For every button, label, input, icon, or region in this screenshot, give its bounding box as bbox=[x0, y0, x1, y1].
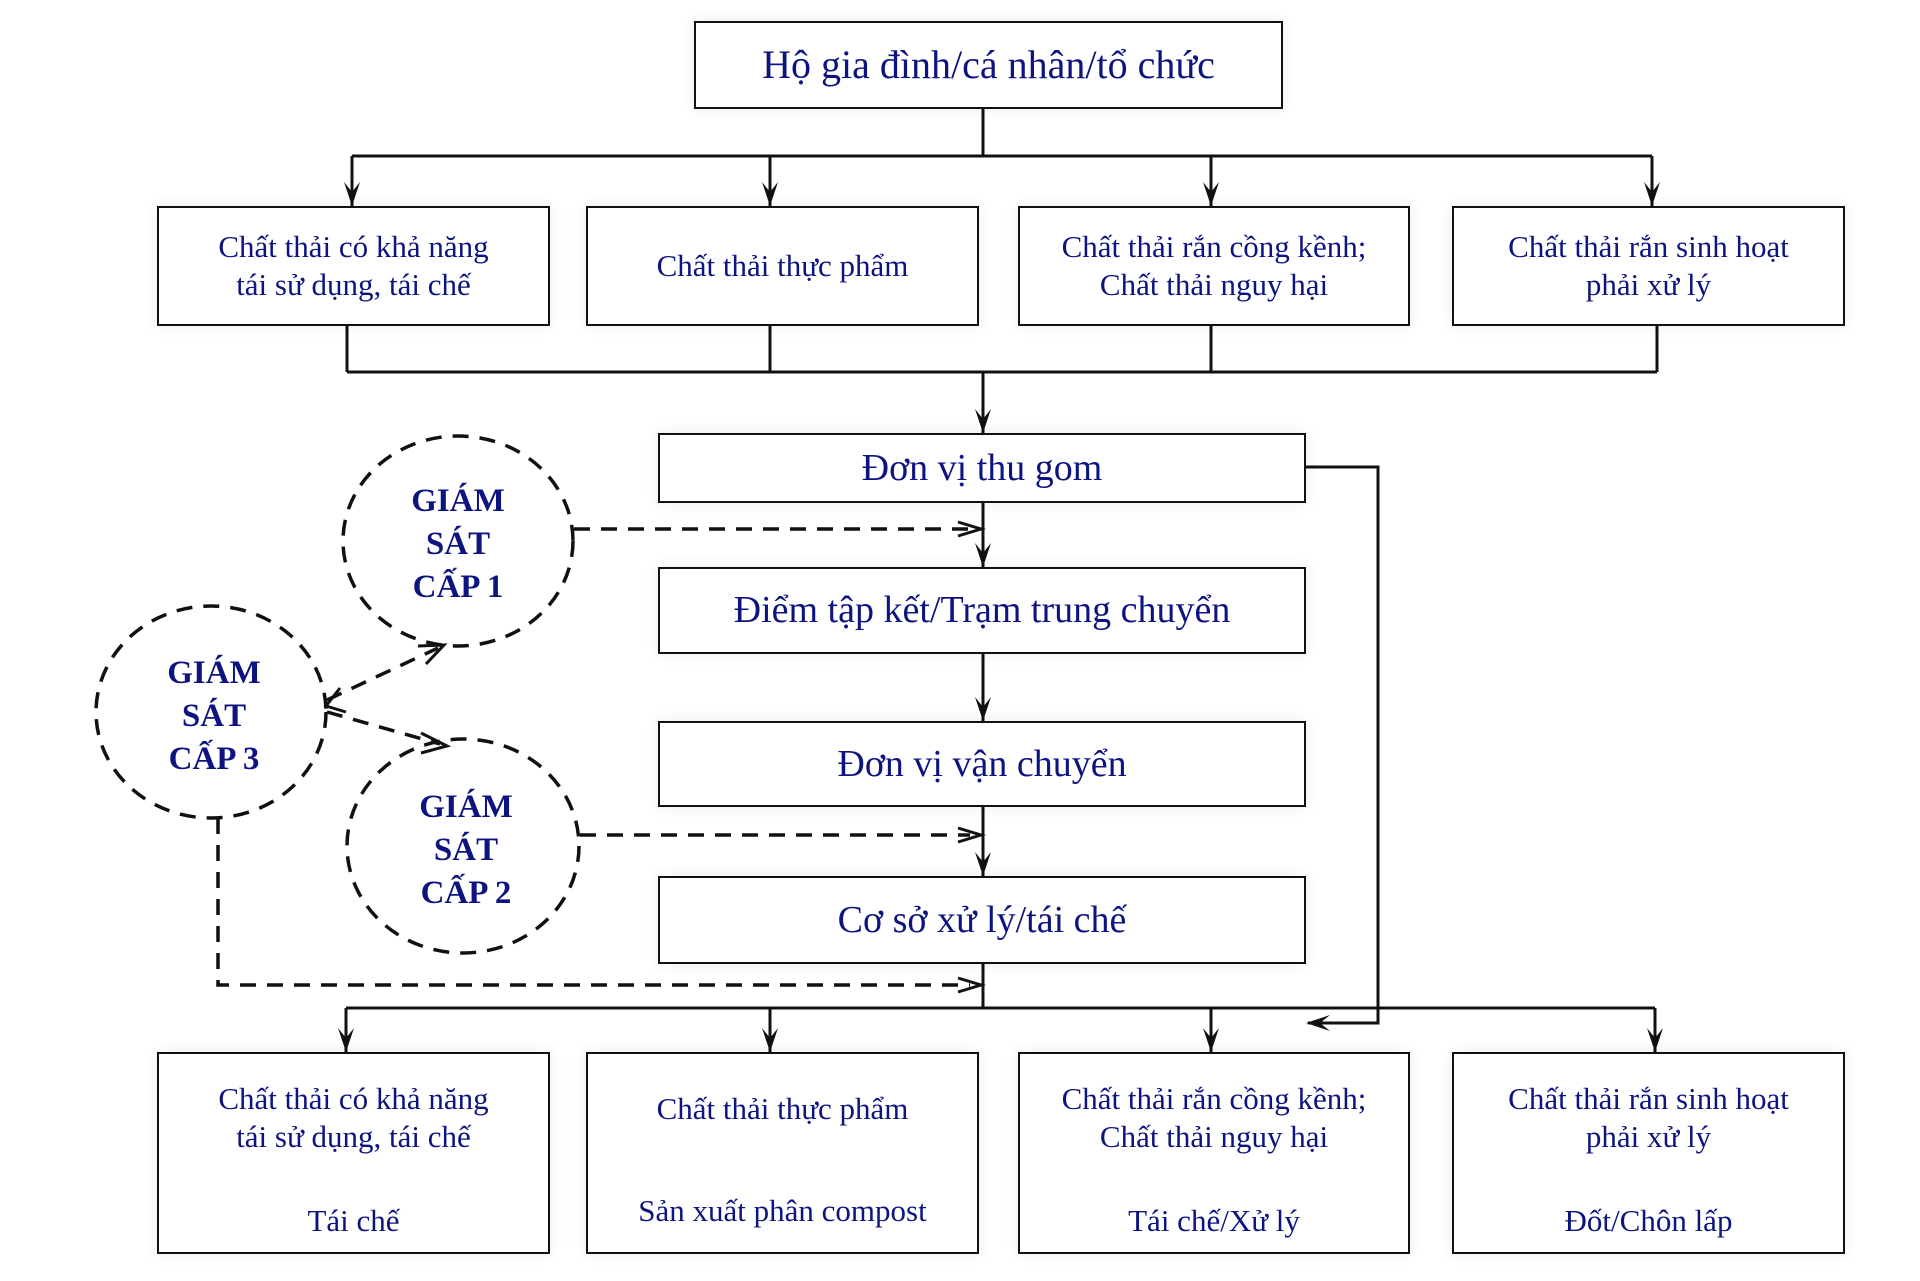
monitoring-line: CẤP 3 bbox=[168, 740, 260, 777]
source-box: Hộ gia đình/cá nhân/tổ chức bbox=[694, 21, 1283, 109]
monitoring-level-1-label: GIÁM SÁT CẤP 1 bbox=[358, 480, 558, 609]
outcome-line: phải xử lý bbox=[1585, 1118, 1712, 1154]
source-label: Hộ gia đình/cá nhân/tổ chức bbox=[762, 41, 1215, 87]
outcome-line: Chất thải thực phẩm bbox=[656, 1091, 909, 1126]
collection-unit-box: Đơn vị thu gom bbox=[658, 433, 1306, 503]
waste-type-box: Chất thải có khả năng tái sử dụng, tái c… bbox=[157, 206, 550, 326]
waste-type-line: Chất thải thực phẩm bbox=[656, 248, 909, 284]
waste-type-box: Chất thải rắn cồng kềnh; Chất thải nguy … bbox=[1018, 206, 1410, 326]
outcome-line: Chất thải nguy hại bbox=[1099, 1118, 1329, 1154]
outcome-line: tái sử dụng, tái chế bbox=[236, 1118, 471, 1154]
waste-type-line: Chất thải rắn sinh hoạt bbox=[1508, 229, 1789, 265]
monitoring-circle-3 bbox=[94, 604, 328, 820]
waste-type-line: tái sử dụng, tái chế bbox=[236, 267, 471, 302]
monitoring-circle-3-outline-2 bbox=[345, 737, 581, 955]
outcome-box: Chất thải thực phẩm Sản xuất phân compos… bbox=[586, 1052, 979, 1254]
outcome-box: Chất thải có khả năng tái sử dụng, tái c… bbox=[157, 1052, 550, 1254]
outcome-result: Tái chế bbox=[307, 1203, 400, 1239]
monitoring-level-2-label: GIÁM SÁT CẤP 2 bbox=[366, 786, 566, 915]
transfer-station-box: Điểm tập kết/Trạm trung chuyển bbox=[658, 567, 1306, 654]
monitoring-level-3-label: GIÁM SÁT CẤP 3 bbox=[114, 652, 314, 781]
monitoring-line: CẤP 2 bbox=[420, 874, 512, 911]
monitoring-circle-1 bbox=[341, 434, 575, 648]
waste-type-line: phải xử lý bbox=[1585, 267, 1712, 302]
waste-type-line: Chất thải có khả năng bbox=[218, 229, 489, 265]
outcome-line: Chất thải có khả năng bbox=[218, 1081, 489, 1116]
monitoring-3-to-1-arrow bbox=[326, 646, 439, 702]
outcome-box: Chất thải rắn sinh hoạt phải xử lý Đốt/C… bbox=[1452, 1052, 1845, 1254]
outcome-result: Sản xuất phân compost bbox=[638, 1193, 927, 1229]
waste-type-line: Chất thải rắn cồng kềnh; bbox=[1061, 229, 1367, 265]
treatment-facility-box: Cơ sở xử lý/tái chế bbox=[658, 876, 1306, 964]
monitoring-line: GIÁM bbox=[167, 655, 261, 691]
waste-type-line: Chất thải nguy hại bbox=[1099, 267, 1329, 302]
outcome-result: Đốt/Chôn lấp bbox=[1564, 1203, 1733, 1239]
monitoring-line: CẤP 1 bbox=[412, 568, 504, 605]
process-step-label: Đơn vị vận chuyển bbox=[837, 742, 1127, 785]
monitoring-line: GIÁM bbox=[411, 483, 505, 519]
monitoring-3-to-2-arrow bbox=[326, 710, 441, 746]
process-step-label: Đơn vị thu gom bbox=[861, 446, 1103, 489]
outcome-box: Chất thải rắn cồng kềnh; Chất thải nguy … bbox=[1018, 1052, 1410, 1254]
waste-type-box: Chất thải thực phẩm bbox=[586, 206, 979, 326]
monitoring-line: SÁT bbox=[425, 525, 491, 562]
monitoring-3-arrow bbox=[216, 818, 970, 987]
process-step-label: Cơ sở xử lý/tái chế bbox=[837, 898, 1127, 941]
outcome-line: Chất thải rắn sinh hoạt bbox=[1508, 1081, 1789, 1116]
process-step-label: Điểm tập kết/Trạm trung chuyển bbox=[733, 589, 1231, 632]
monitoring-line: SÁT bbox=[181, 697, 247, 734]
waste-type-box: Chất thải rắn sinh hoạt phải xử lý bbox=[1452, 206, 1845, 326]
bypass-arrow bbox=[1306, 465, 1380, 1025]
monitoring-line: SÁT bbox=[433, 831, 499, 868]
outcome-line: Chất thải rắn cồng kềnh; bbox=[1061, 1081, 1367, 1116]
outcome-result: Tái chế/Xử lý bbox=[1128, 1203, 1300, 1239]
transport-unit-box: Đơn vị vận chuyển bbox=[658, 721, 1306, 807]
monitoring-line: GIÁM bbox=[419, 789, 513, 825]
